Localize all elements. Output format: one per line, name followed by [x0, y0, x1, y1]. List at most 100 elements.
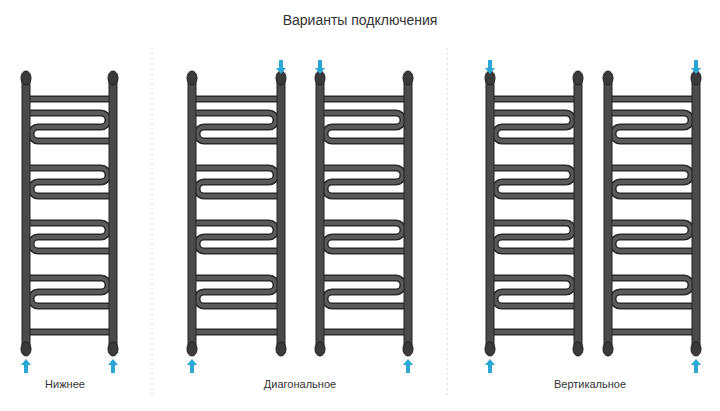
tube-body	[490, 278, 578, 306]
tube-body	[192, 278, 281, 306]
rail-post	[277, 78, 285, 348]
flow-arrow	[485, 359, 495, 373]
post-cap	[573, 342, 583, 356]
tube-body	[26, 278, 113, 306]
tube-outline	[192, 223, 281, 251]
towel-rail	[21, 71, 118, 356]
tube-body	[608, 223, 696, 251]
tube-outline	[192, 113, 281, 141]
rail-post	[692, 78, 700, 348]
flow-arrow	[691, 359, 701, 373]
rail-post	[109, 78, 117, 348]
tube-body	[490, 330, 578, 334]
post-cap	[573, 71, 583, 85]
rail-post	[316, 78, 324, 348]
tube-body	[490, 223, 578, 251]
tube-body	[192, 223, 281, 251]
tube-outline	[608, 168, 696, 196]
tube-body	[608, 330, 696, 334]
post-cap	[108, 71, 118, 85]
tube-outline	[320, 168, 408, 196]
tube-outline	[320, 96, 408, 103]
tube-body	[320, 330, 408, 334]
tube-body	[490, 168, 578, 196]
tube-outline	[26, 223, 113, 251]
flow-arrow	[108, 359, 118, 373]
tube-outline	[490, 278, 578, 306]
variant-label: Нижнее	[45, 378, 85, 390]
tube-body	[608, 168, 696, 196]
flow-arrow	[21, 359, 31, 373]
tube-outline	[26, 278, 113, 306]
variant-label: Диагональное	[264, 378, 336, 390]
flow-arrow	[691, 60, 701, 74]
tube-outline	[26, 329, 113, 336]
tube-body	[192, 97, 281, 101]
post-cap	[187, 342, 197, 356]
tube-body	[192, 168, 281, 196]
tube-body	[26, 113, 113, 141]
tube-body	[608, 113, 696, 141]
post-cap	[21, 342, 31, 356]
rail-post	[574, 78, 582, 348]
rail-post	[22, 78, 30, 348]
rail-post	[404, 78, 412, 348]
tube-body	[320, 223, 408, 251]
post-cap	[603, 342, 613, 356]
post-cap	[187, 71, 197, 85]
tube-body	[320, 278, 408, 306]
tube-body	[490, 97, 578, 101]
tube-outline	[320, 113, 408, 141]
post-cap	[603, 71, 613, 85]
flow-arrow	[276, 60, 286, 74]
tube-outline	[608, 329, 696, 336]
flow-arrow	[187, 359, 197, 373]
post-cap	[485, 342, 495, 356]
towel-rail	[603, 71, 701, 356]
tube-body	[192, 113, 281, 141]
tube-outline	[490, 96, 578, 103]
flow-arrow	[403, 359, 413, 373]
tube-outline	[608, 113, 696, 141]
tube-body	[26, 97, 113, 101]
tube-body	[608, 97, 696, 101]
towel-rail	[485, 71, 583, 356]
post-cap	[691, 342, 701, 356]
post-cap	[108, 342, 118, 356]
post-cap	[276, 342, 286, 356]
post-cap	[403, 71, 413, 85]
towel-rail	[315, 71, 413, 356]
tube-outline	[320, 223, 408, 251]
tube-body	[320, 113, 408, 141]
tube-outline	[608, 96, 696, 103]
tube-outline	[608, 278, 696, 306]
tube-body	[26, 168, 113, 196]
tube-outline	[320, 329, 408, 336]
tube-outline	[320, 278, 408, 306]
divider-line	[152, 48, 153, 395]
tube-outline	[192, 329, 281, 336]
tube-outline	[490, 168, 578, 196]
post-cap	[21, 71, 31, 85]
divider-line	[447, 48, 448, 395]
rail-post	[486, 78, 494, 348]
towel-rail	[187, 71, 286, 356]
tube-body	[26, 223, 113, 251]
tube-outline	[26, 96, 113, 103]
tube-body	[490, 113, 578, 141]
post-cap	[315, 342, 325, 356]
flow-arrow	[315, 60, 325, 74]
tube-outline	[192, 278, 281, 306]
tube-body	[608, 278, 696, 306]
tube-outline	[490, 113, 578, 141]
tube-outline	[490, 329, 578, 336]
tube-body	[192, 330, 281, 334]
tube-body	[320, 97, 408, 101]
rail-post	[188, 78, 196, 348]
tube-outline	[26, 168, 113, 196]
diagram-title: Варианты подключения	[283, 12, 438, 28]
flow-arrow	[485, 60, 495, 74]
rail-post	[604, 78, 612, 348]
post-cap	[403, 342, 413, 356]
tube-outline	[192, 96, 281, 103]
